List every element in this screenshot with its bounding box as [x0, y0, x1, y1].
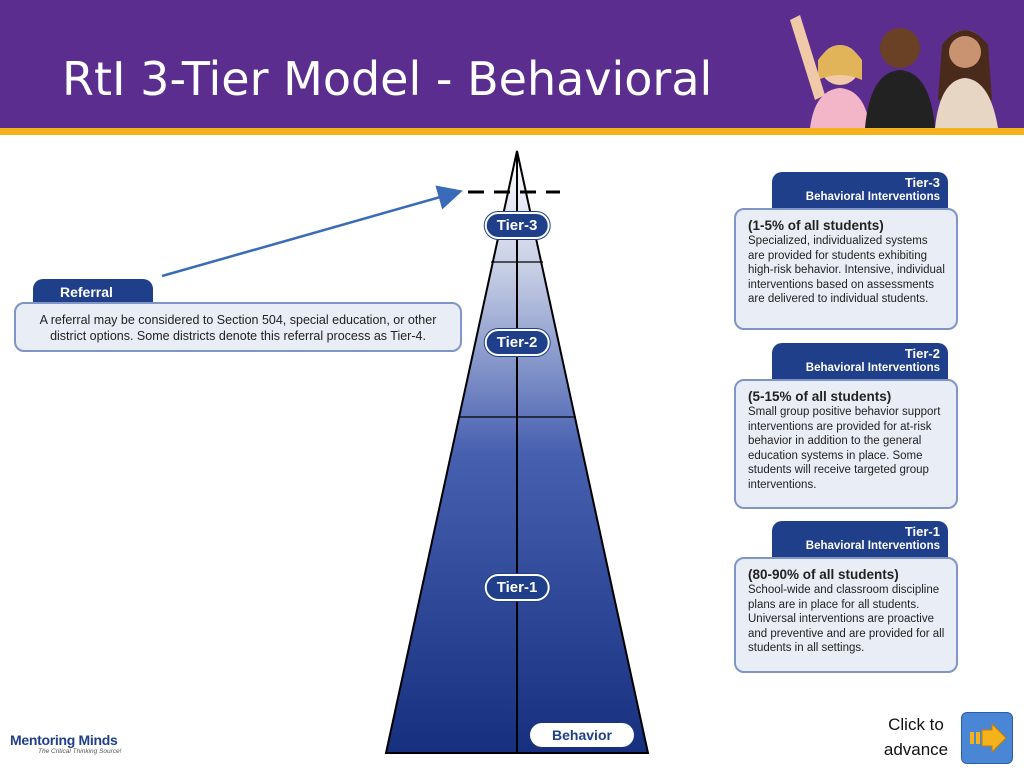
header-band: RtI 3-Tier Model - Behavioral — [0, 0, 1024, 128]
tier2-panel-title: Tier-2 — [904, 346, 940, 361]
referral-box: A referral may be considered to Section … — [14, 302, 462, 352]
logo-tagline: The Critical Thinking Source! — [38, 748, 122, 755]
tier3-panel-box: (1-5% of all students) Specialized, indi… — [734, 208, 958, 330]
referral-arrow — [161, 185, 463, 278]
tier1-panel-heading: (80-90% of all students) — [748, 567, 899, 582]
tier2-panel-tab: Tier-2 Behavioral Interventions — [772, 343, 948, 379]
tier2-panel-heading: (5-15% of all students) — [748, 389, 892, 404]
arrow-right-icon — [970, 722, 1007, 754]
tier2-pill: Tier-2 — [484, 329, 550, 356]
referral-tab: Referral — [33, 279, 153, 303]
advance-button[interactable] — [961, 712, 1013, 764]
tier1-panel-body: School-wide and classroom discipline pla… — [748, 584, 945, 654]
tier1-panel-title: Tier-1 — [904, 524, 940, 539]
tier1-pill: Tier-1 — [484, 574, 550, 601]
tier3-pill: Tier-3 — [484, 212, 550, 239]
students-photo — [790, 15, 998, 128]
header-stripe — [0, 128, 1024, 135]
behavior-label: Behavior — [530, 723, 634, 747]
slide-title: RtI 3-Tier Model - Behavioral — [62, 52, 713, 106]
mentoring-minds-logo: Mentoring Minds The Critical Thinking So… — [10, 732, 121, 755]
advance-text: Click to advance — [883, 715, 949, 759]
tier2-panel-box: (5-15% of all students) Small group posi… — [734, 379, 958, 509]
logo-text: Mentoring Minds — [10, 732, 118, 748]
tier-pyramid — [384, 150, 650, 754]
tier2-panel-body: Small group positive behavior support in… — [748, 406, 941, 491]
tier3-panel-tab: Tier-3 Behavioral Interventions — [772, 172, 948, 208]
tier2-panel-subtitle: Behavioral Interventions — [805, 362, 940, 374]
tier3-panel-title: Tier-3 — [904, 175, 940, 190]
tier1-panel-subtitle: Behavioral Interventions — [805, 540, 940, 552]
tier1-panel-tab: Tier-1 Behavioral Interventions — [772, 521, 948, 557]
tier3-panel-subtitle: Behavioral Interventions — [805, 191, 940, 203]
tier1-panel-box: (80-90% of all students) School-wide and… — [734, 557, 958, 673]
tier3-panel-body: Specialized, individualized systems are … — [748, 235, 945, 305]
tier3-panel-heading: (1-5% of all students) — [748, 218, 884, 233]
